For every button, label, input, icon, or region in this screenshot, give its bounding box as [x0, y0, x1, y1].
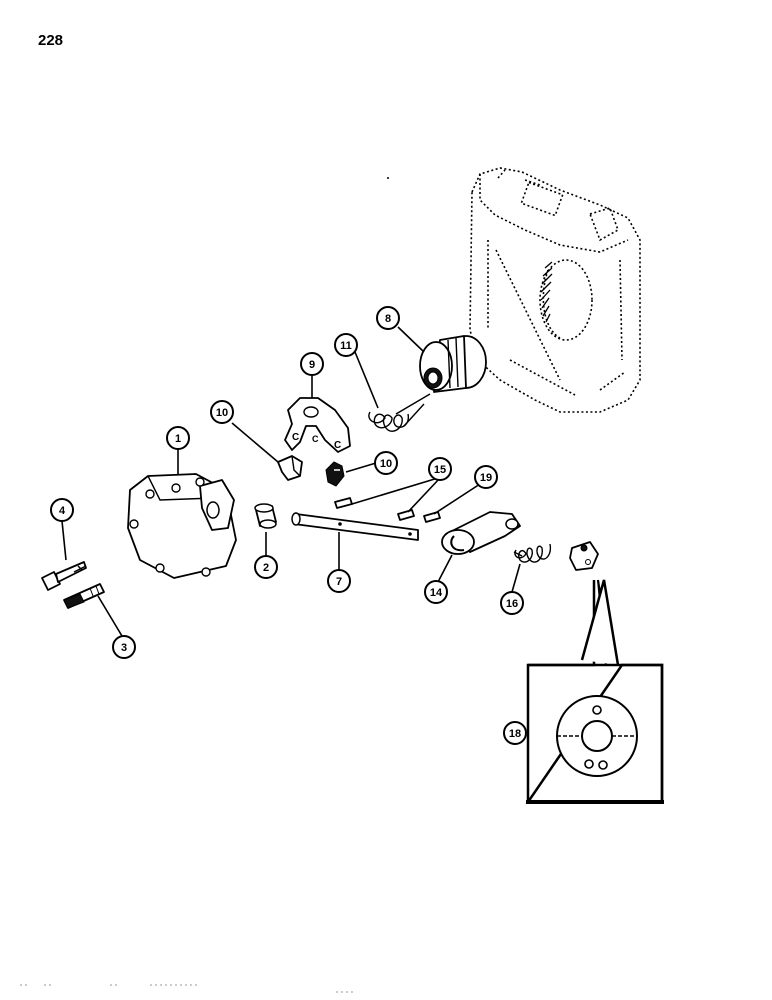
svg-text:10: 10: [216, 407, 228, 419]
pin-part-19: [423, 511, 441, 523]
svg-text:18: 18: [509, 728, 521, 740]
svg-text:3: 3: [121, 642, 127, 654]
bolt-part-4: [41, 561, 87, 591]
callout-4: 4: [50, 498, 74, 522]
leader-10-left: [231, 422, 279, 463]
washer-part-18-small: [569, 541, 599, 571]
leader-4: [61, 520, 67, 561]
cam-lever-part-14: [441, 511, 521, 555]
transmission-housing: [469, 167, 641, 413]
leader-8: [397, 326, 425, 353]
svg-text:7: 7: [336, 576, 342, 588]
svg-text:2: 2: [263, 562, 269, 574]
svg-text:14: 14: [430, 587, 443, 599]
coupler-part-8: [419, 335, 487, 393]
bushing-part-2: [254, 503, 277, 529]
pins-part-15: [334, 497, 415, 521]
page-number: 228: [38, 32, 64, 49]
callout-11: 11: [334, 333, 358, 357]
svg-text:1: 1: [175, 433, 181, 445]
svg-text:16: 16: [506, 598, 518, 610]
svg-text:C: C: [334, 440, 341, 451]
lever-part-9: C C C: [284, 397, 351, 453]
callout-1: 1: [166, 426, 190, 450]
callout-3: 3: [112, 635, 136, 659]
callout-2: 2: [254, 555, 278, 579]
svg-text:C: C: [312, 434, 319, 444]
leader-10-right: [345, 462, 377, 473]
callout-10-left: 10: [210, 400, 234, 424]
block-part-10-left: [277, 455, 303, 481]
svg-text:4: 4: [59, 505, 66, 517]
leader-3: [97, 595, 123, 637]
svg-text:10: 10: [380, 458, 392, 470]
spring-part-16: [513, 543, 552, 563]
svg-text:9: 9: [309, 359, 315, 371]
leader-14: [437, 554, 453, 583]
leader-19: [433, 483, 481, 515]
svg-text:C: C: [292, 432, 299, 443]
callout-15: 15: [428, 457, 452, 481]
callout-18: 18: [503, 721, 527, 745]
svg-text:15: 15: [434, 464, 446, 476]
callout-9: 9: [300, 352, 324, 376]
callout-7: 7: [327, 569, 351, 593]
cover-part-1: [127, 473, 237, 579]
svg-text:11: 11: [340, 340, 352, 352]
torsion-spring-part-11: [368, 393, 431, 432]
callout-19: 19: [474, 465, 498, 489]
callout-10-right: 10: [374, 451, 398, 475]
detail-inset-part-18: [525, 579, 664, 804]
callout-14: 14: [424, 580, 448, 604]
leader-16: [511, 563, 521, 593]
svg-text:19: 19: [480, 472, 492, 484]
callout-16: 16: [500, 591, 524, 615]
leader-15: [351, 477, 441, 513]
block-part-10-right: [325, 461, 345, 487]
stud-part-3: [63, 583, 105, 609]
callout-8: 8: [376, 306, 400, 330]
shaft-part-7: [291, 512, 419, 541]
svg-text:8: 8: [385, 313, 391, 325]
leader-11: [354, 351, 379, 409]
